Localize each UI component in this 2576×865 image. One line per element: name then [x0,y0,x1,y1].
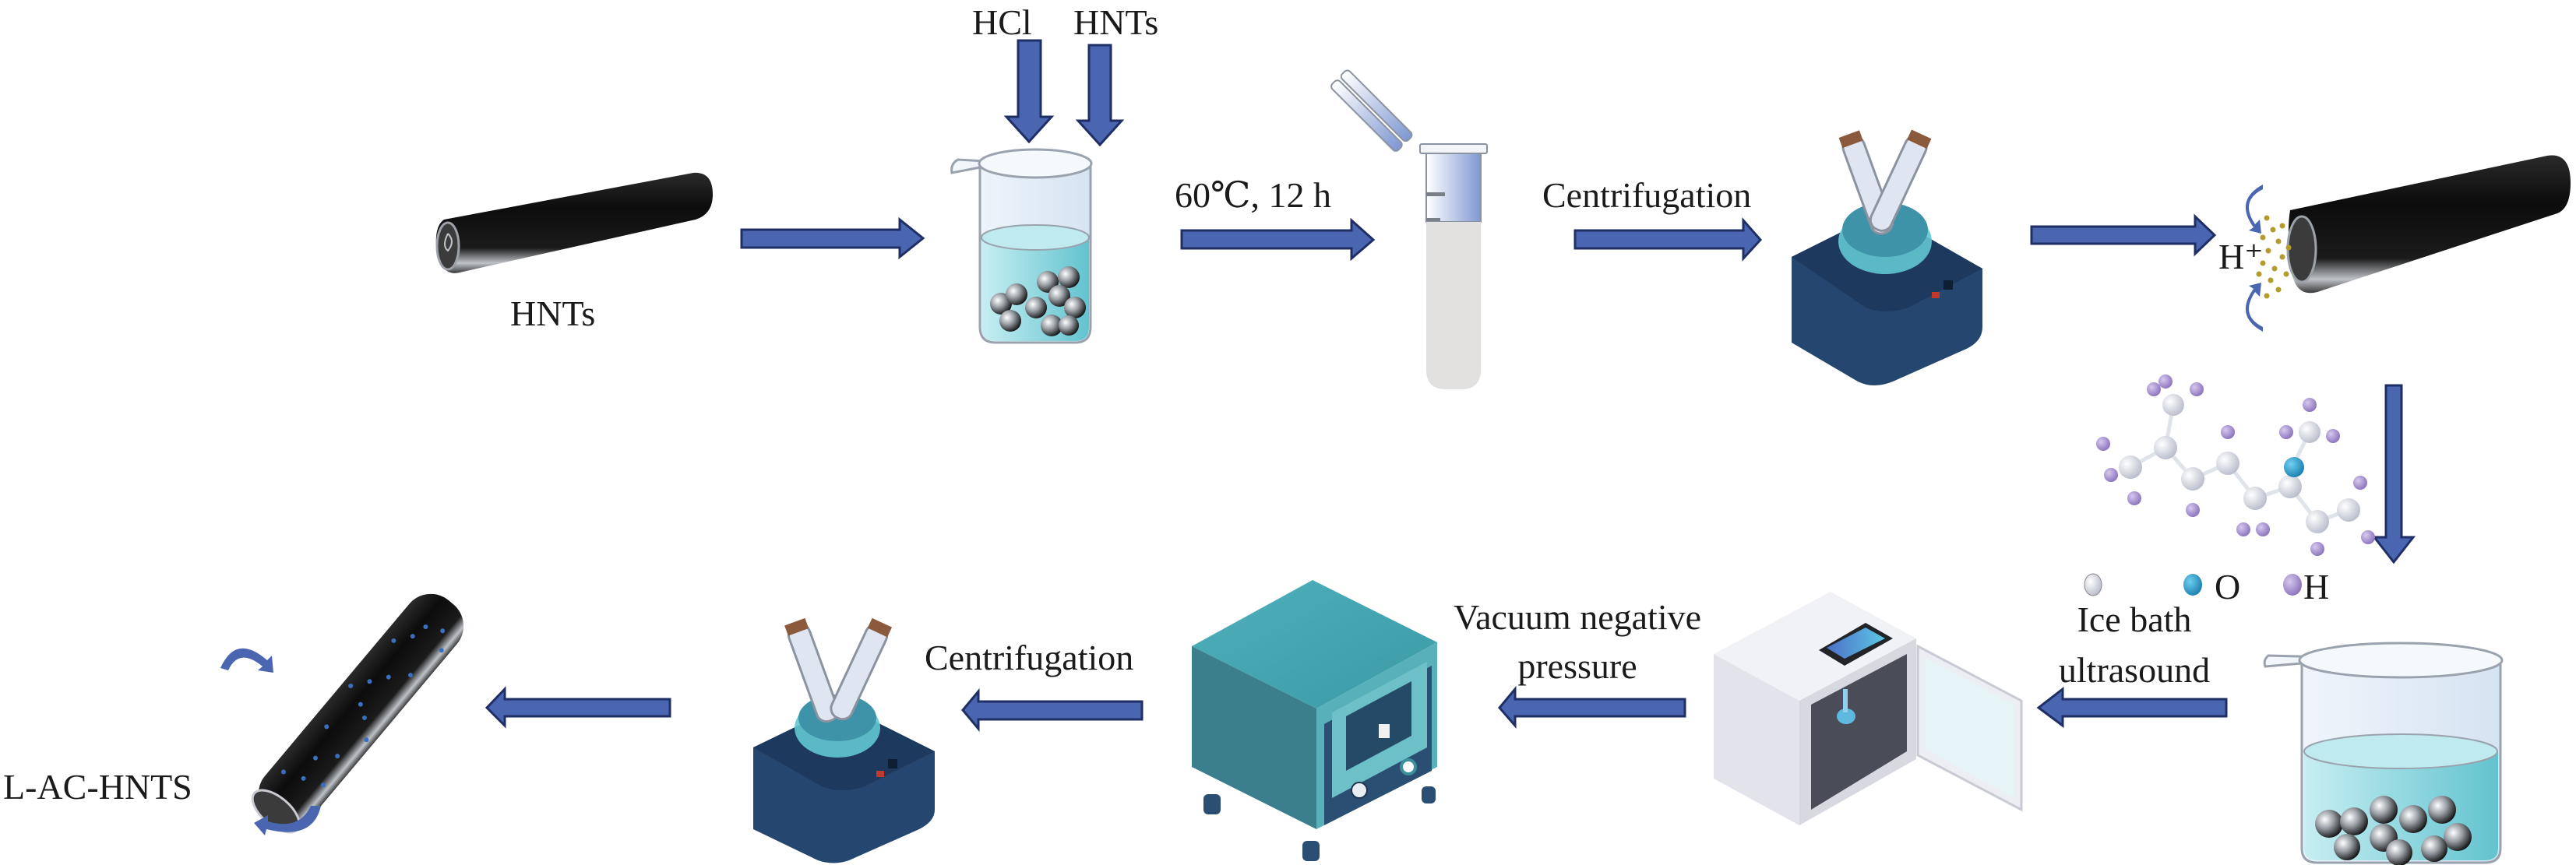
arrow-right [2030,213,2217,257]
hnts-input-label: HNTs [1073,2,1159,42]
h-plus-particles [2256,215,2292,299]
beaker-with-spheres-icon [950,148,1093,344]
curved-arrow-icon [254,806,321,835]
vacuum-label-line1: Vacuum negative [1453,597,1702,637]
halloysite-nanotube-icon [435,172,713,273]
curved-arrow-icon [220,648,273,673]
sphere-cluster [2315,796,2472,865]
centrifuge-icon [753,617,935,863]
arrow-left [1498,685,1686,730]
hydrogen-atom-legend-icon [2283,574,2302,596]
beaker-with-spheres-icon [2263,642,2504,865]
acid-activated-nanotube-icon [2245,155,2571,332]
molecule-icon [2096,374,2375,556]
centrifuge-icon [1792,129,1982,385]
test-tube-icon [1330,69,1488,389]
vacuum-oven-icon [1192,580,1437,861]
hnts-label: HNTs [510,294,596,333]
arrow-left [961,687,1144,733]
hydrogen-legend-label: H [2303,567,2330,607]
arrow-right [740,216,925,260]
ice-bath-label-line1: Ice bath [2077,600,2192,639]
centrifugation-label-top: Centrifugation [1542,175,1752,215]
arrow-left [485,686,671,729]
arrow-right [1573,217,1763,262]
arrow-left [2036,686,2228,728]
arrow-down-hnts [1075,44,1125,147]
curved-arrow-icon [2245,185,2263,234]
arrow-down-hcl [1003,39,1055,144]
arrow-right [1180,217,1376,262]
hcl-input-label: HCl [972,2,1032,42]
curved-arrow-icon [2245,283,2263,332]
h-plus-label: H⁺ [2218,237,2264,276]
vacuum-label-line2: pressure [1517,646,1637,686]
oxygen-atom-legend-icon [2183,574,2202,596]
arrow-down [2371,384,2416,564]
sphere-cluster [990,266,1086,336]
loaded-nanotube-icon [220,593,464,835]
ice-bath-label-line2: ultrasound [2058,650,2211,690]
heating-condition-label: 60℃, 12 h [1175,175,1331,215]
carbon-atom-legend-icon [2084,573,2102,596]
centrifugation-label-bottom: Centrifugation [925,638,1134,677]
ultrasonic-cleaner-icon [1714,592,2023,825]
l-ac-hnts-label: L-AC-HNTS [3,767,192,807]
oxygen-legend-label: O [2215,567,2241,607]
